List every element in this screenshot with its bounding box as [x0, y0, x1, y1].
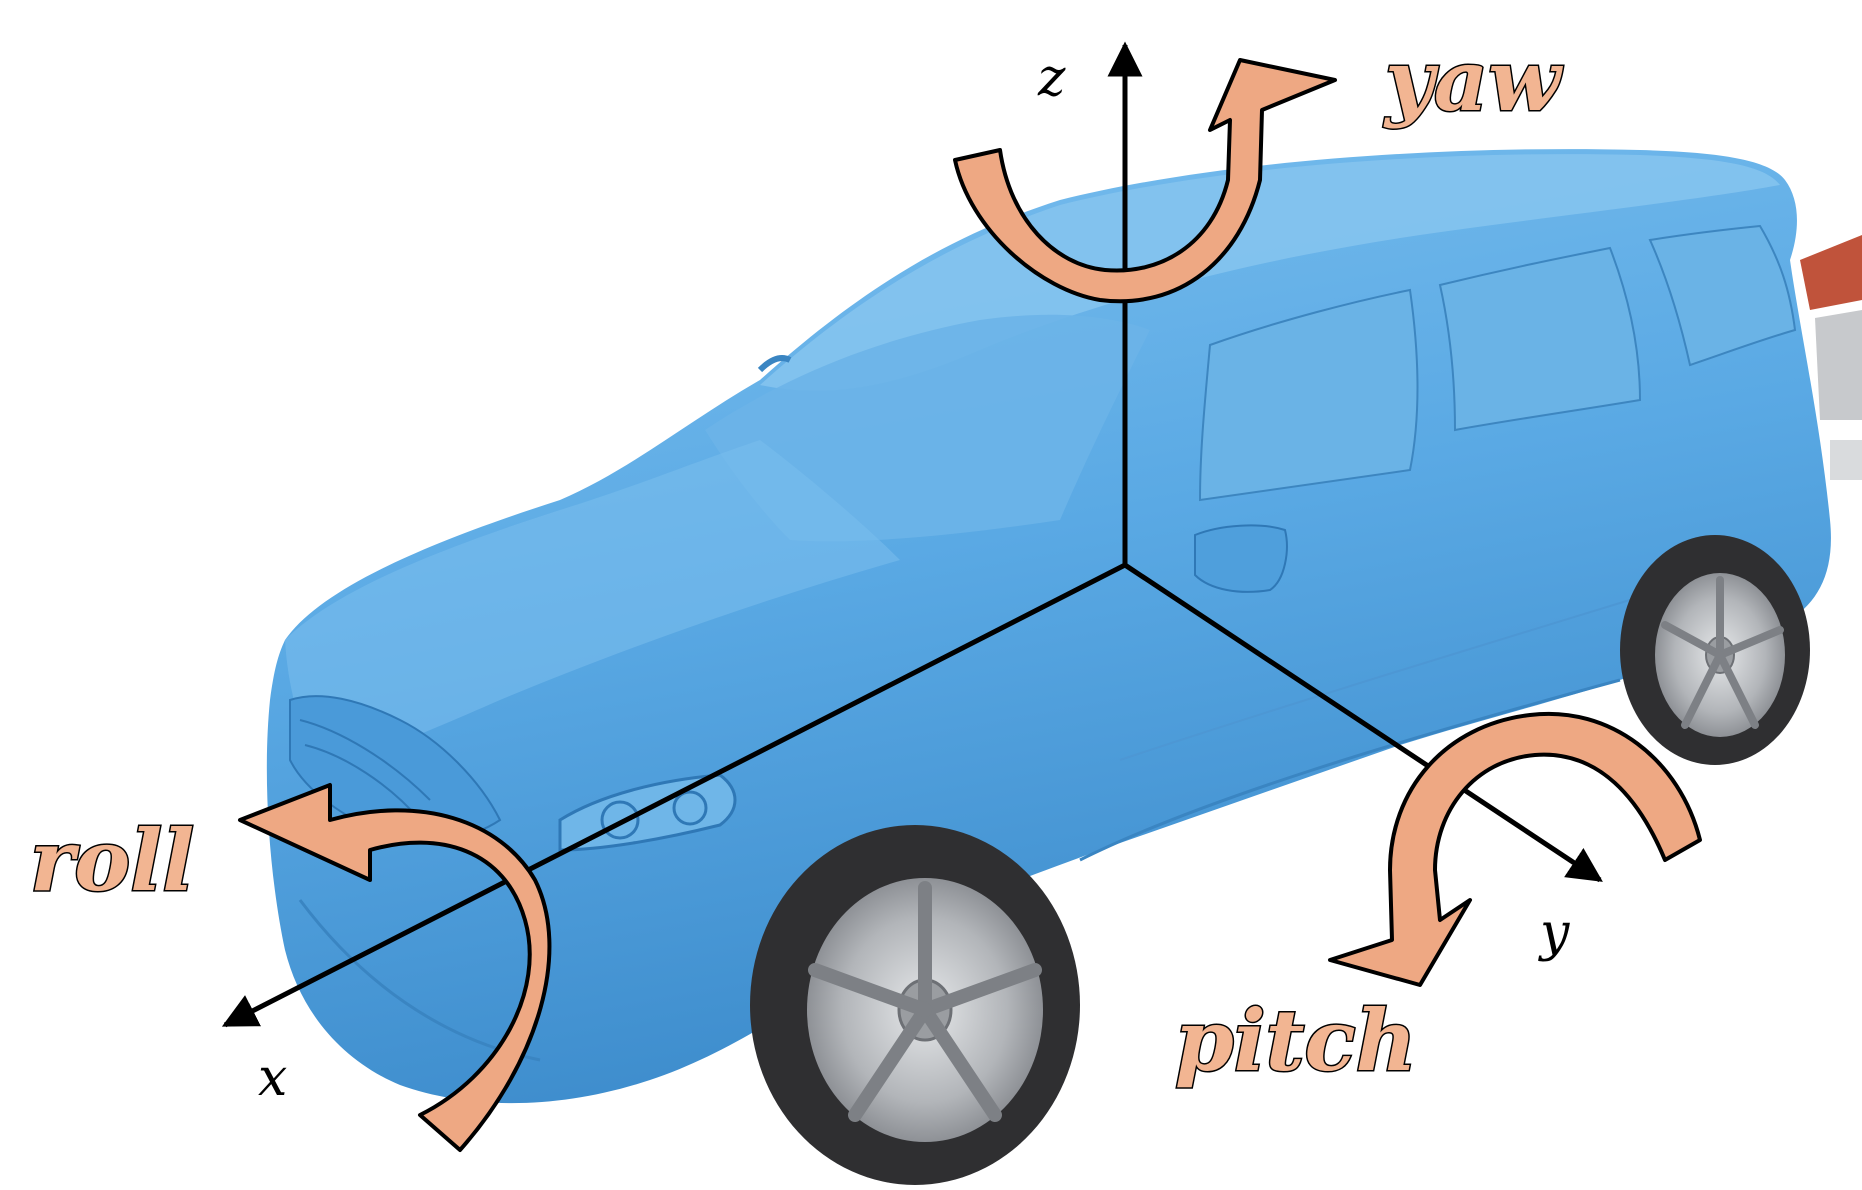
y-axis-label: y — [1538, 903, 1570, 963]
yaw-arrow — [953, 58, 1337, 304]
z-axis-label: z — [1037, 48, 1066, 108]
rotation-arrows — [238, 58, 1702, 1152]
pitch-label: pitch — [1175, 991, 1417, 1090]
car-illustration — [266, 149, 1831, 1185]
car-mirror — [1194, 524, 1288, 593]
car-hood — [285, 440, 900, 770]
car-windshield — [705, 314, 1150, 542]
roll-label: roll — [30, 811, 194, 910]
car-side-window-rear — [1438, 246, 1642, 432]
car-grille — [289, 695, 502, 841]
rear-wheel — [1620, 535, 1810, 765]
front-wheel — [750, 825, 1080, 1185]
x-axis-label: x — [258, 1048, 287, 1108]
coordinate-axes — [221, 41, 1603, 1028]
pitch-arrow — [1328, 711, 1702, 987]
car-side-window-front — [1198, 288, 1419, 502]
roll-arrow — [238, 783, 552, 1152]
x-axis-line — [221, 562, 1127, 1028]
car-side-window-quarter — [1648, 224, 1797, 367]
yaw-label: yaw — [1383, 31, 1563, 130]
background-object — [1800, 235, 1862, 480]
y-axis-line — [1123, 562, 1603, 883]
car-body — [266, 149, 1831, 1104]
